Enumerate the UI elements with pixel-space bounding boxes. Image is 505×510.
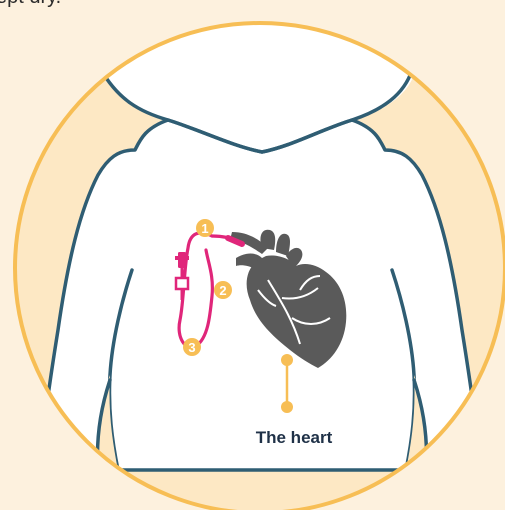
heart-marker-dot-bottom: [281, 401, 293, 413]
marker-1: 1: [196, 219, 214, 237]
heart-label: The heart: [256, 428, 333, 447]
svg-text:1: 1: [201, 221, 208, 236]
marker-2: 2: [214, 281, 232, 299]
marker-3: 3: [183, 338, 201, 356]
heart-marker-dot-top: [281, 354, 293, 366]
svg-text:3: 3: [188, 340, 195, 355]
svg-text:2: 2: [219, 283, 226, 298]
